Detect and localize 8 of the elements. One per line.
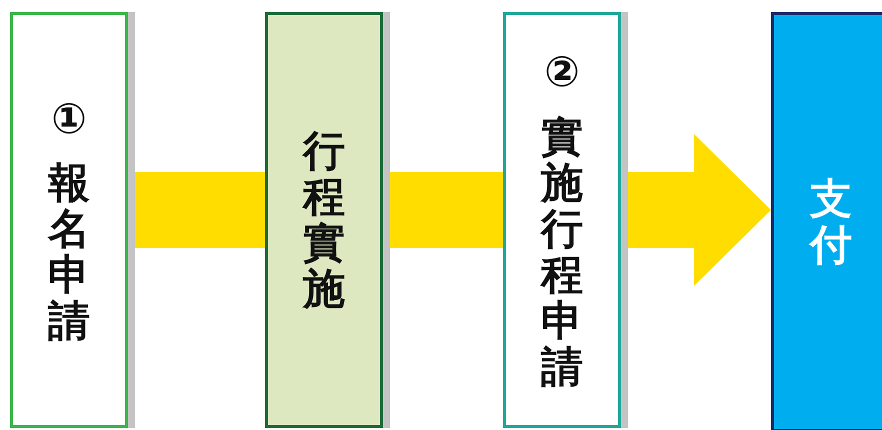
- step-label: 支付: [810, 176, 852, 268]
- step-label: 報名申請: [48, 160, 90, 344]
- step-label: 行程實施: [303, 128, 345, 312]
- step-label: ①: [50, 96, 88, 142]
- step-label: ②: [543, 49, 581, 96]
- arrow: [628, 134, 771, 286]
- step-label: 實施行程申請: [541, 114, 583, 391]
- step-box: [771, 12, 882, 430]
